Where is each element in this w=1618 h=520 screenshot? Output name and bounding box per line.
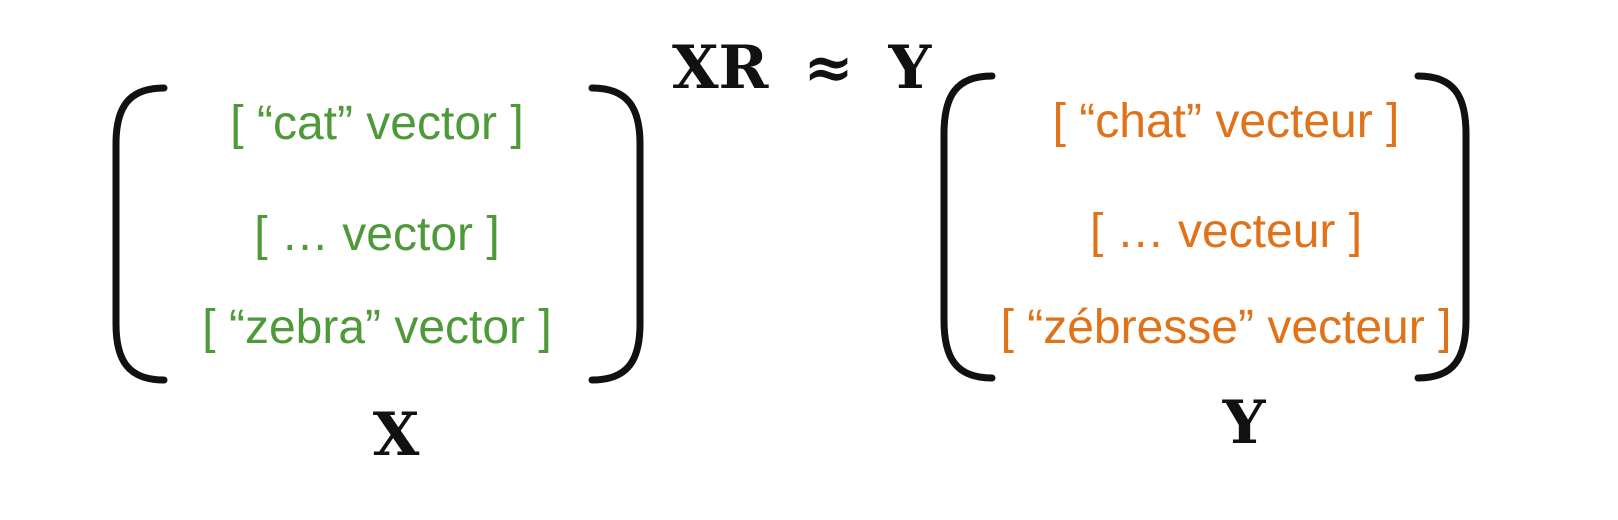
- matrix-y-row-ellipsis: [ … vecteur ]: [1089, 205, 1363, 258]
- left-paren-y: [940, 72, 996, 382]
- matrix-y-row-chat: [ “chat” vecteur ]: [1052, 95, 1400, 148]
- approx-symbol: ≈: [803, 33, 854, 103]
- matrix-y-row-zebresse: [ “zébresse” vecteur ]: [1000, 301, 1452, 354]
- matrix-y-label: Y: [1222, 388, 1266, 458]
- equation-rhs: Y: [888, 33, 932, 103]
- left-paren-x: [112, 84, 168, 384]
- matrix-x-row-ellipsis: [ … vector ]: [254, 208, 500, 261]
- matrix-x-label: X: [372, 400, 420, 470]
- equation: XR ≈ Y: [672, 28, 931, 108]
- right-paren-y: [1414, 72, 1470, 382]
- equation-lhs: XR: [672, 33, 769, 103]
- matrix-x-row-zebra: [ “zebra” vector ]: [202, 301, 552, 354]
- right-paren-x: [588, 84, 644, 384]
- matrix-x-row-cat: [ “cat” vector ]: [230, 97, 524, 150]
